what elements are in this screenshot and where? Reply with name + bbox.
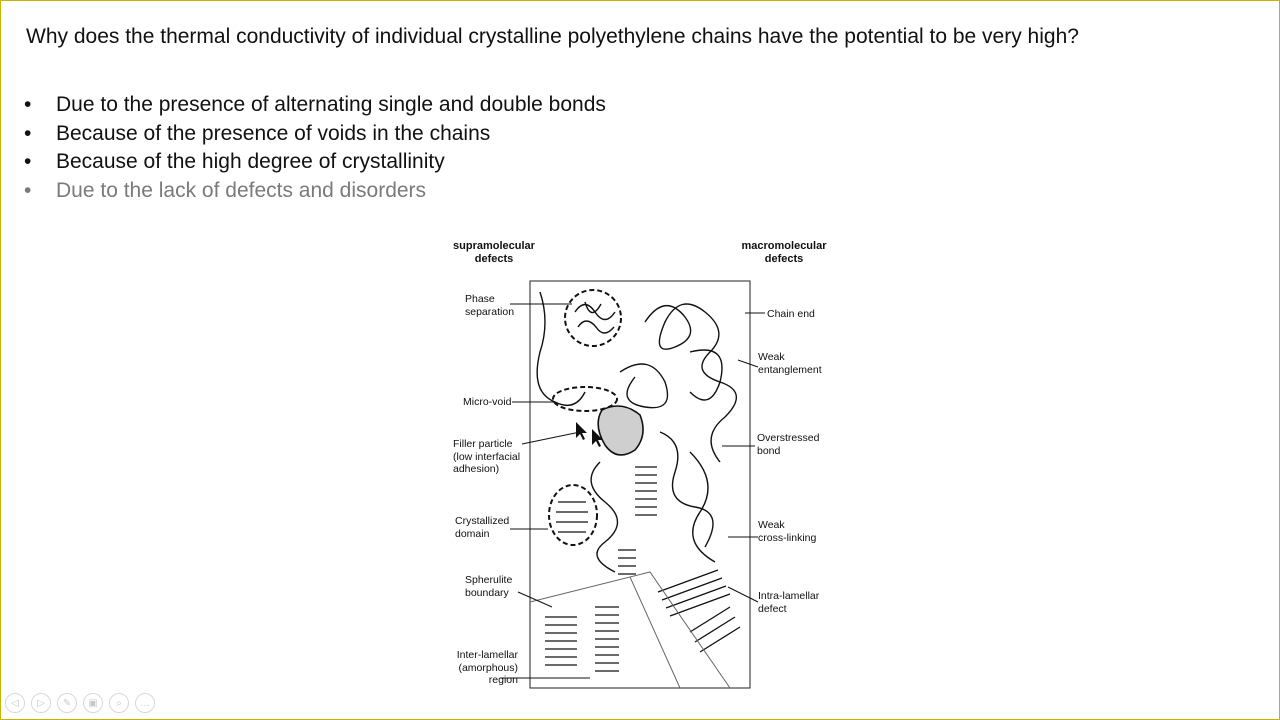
option-3-text: Because of the high degree of crystallin… bbox=[56, 150, 445, 174]
option-1[interactable]: • Due to the presence of alternating sing… bbox=[24, 93, 606, 122]
slides-icon[interactable]: ▣ bbox=[83, 693, 103, 713]
pen-icon[interactable]: ✎ bbox=[57, 693, 77, 713]
bullet: • bbox=[24, 93, 32, 116]
option-3[interactable]: • Because of the high degree of crystalli… bbox=[24, 150, 606, 179]
label-weak-crosslinking: Weak cross-linking bbox=[758, 519, 817, 544]
label-overstressed-bond: Overstressed bond bbox=[757, 432, 820, 457]
label-inter-lamellar: Inter-lamellar (amorphous) region bbox=[456, 649, 518, 686]
label-spherulite-boundary: Spherulite boundary bbox=[465, 574, 513, 599]
left-header: supramolecular defects bbox=[453, 240, 535, 265]
label-filler-particle: Filler particle (low interfacial adhesio… bbox=[453, 438, 521, 475]
label-phase-separation: Phase separation bbox=[465, 293, 515, 318]
back-icon[interactable]: ◁ bbox=[5, 693, 25, 713]
option-4-text: Due to the lack of defects and disorders bbox=[56, 179, 427, 203]
bullet: • bbox=[24, 179, 32, 203]
option-1-text: Due to the presence of alternating singl… bbox=[56, 93, 606, 116]
answer-options: • Due to the presence of alternating sing… bbox=[24, 93, 606, 208]
more-icon[interactable]: … bbox=[135, 693, 155, 713]
question-text: Why does the thermal conductivity of ind… bbox=[26, 25, 1079, 48]
polymer-diagram bbox=[500, 280, 765, 689]
label-intra-lamellar: Intra-lamellar defect bbox=[758, 590, 820, 615]
option-2-text: Because of the presence of voids in the … bbox=[56, 121, 491, 145]
zoom-icon[interactable]: ⌕ bbox=[109, 693, 129, 713]
label-chain-end: Chain end bbox=[767, 308, 815, 320]
option-2[interactable]: • Because of the presence of voids in the… bbox=[24, 122, 606, 151]
polymer-defects-figure: supramolecular defects macromolecular de… bbox=[440, 232, 840, 692]
label-micro-void: Micro-void bbox=[463, 396, 512, 408]
label-weak-entanglement: Weak entanglement bbox=[758, 351, 822, 376]
right-header: macromolecular defects bbox=[741, 240, 827, 265]
label-crystallized-domain: Crystallized domain bbox=[455, 515, 510, 540]
bullet: • bbox=[24, 150, 32, 174]
bullet: • bbox=[24, 121, 32, 145]
option-4[interactable]: • Due to the lack of defects and disorder… bbox=[24, 179, 606, 208]
slideshow-toolbar: ◁ ▷ ✎ ▣ ⌕ … bbox=[5, 693, 155, 713]
play-icon[interactable]: ▷ bbox=[31, 693, 51, 713]
